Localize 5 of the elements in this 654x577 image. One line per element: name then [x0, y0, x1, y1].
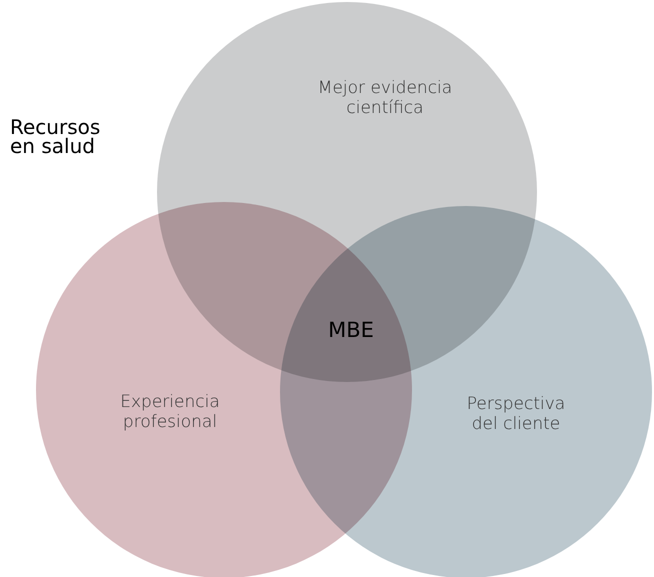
center-label: MBE	[327, 318, 375, 342]
circle-label: Mejor evidencia científica	[316, 78, 454, 118]
side-label: Recursos en salud	[10, 118, 102, 156]
circle-label: Experiencia profesional	[119, 392, 221, 432]
circle-label: Perspectiva del cliente	[466, 394, 566, 434]
